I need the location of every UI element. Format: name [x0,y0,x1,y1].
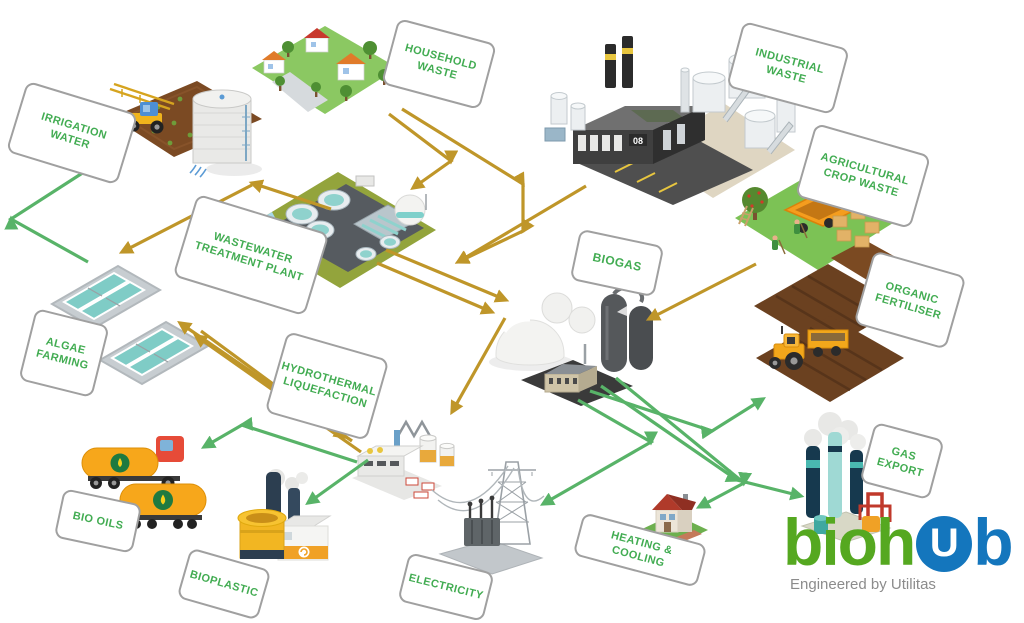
bioplastic-barrel-icon [237,509,287,559]
flow-wastewater-treatment-plant-to-water-tank [248,179,332,211]
logo-text-b: b [973,505,1013,579]
logo-letter-u: U [929,520,959,565]
industrial-factory-icon: 08 [544,36,796,205]
htl-tanks-icon [419,434,455,467]
flow-hydrothermal-liquefaction-to-bio-oils [200,416,358,464]
fertiliser-tractor-icon [769,326,849,370]
flow-household-waste-to-biogas-plant [401,107,535,264]
irrigation-scene-icon [109,81,262,178]
bio-oil-trucks-icon [81,436,207,529]
tanker-truck-icon [81,436,184,490]
flow-wastewater-treatment-plant-to-biogas-plant [385,248,510,303]
apple-tree-icon [738,187,768,227]
flow-wastewater-treatment-plant-to-biogas-plant [376,261,496,315]
farm-workers-icon [772,219,808,255]
village-icon [252,26,398,114]
biogas-building-icon [544,344,597,393]
factory-building-icon: 08 [573,36,705,164]
transformer-icon [464,495,500,546]
flow-agricultural-crop-waste-to-biogas-plant [645,262,757,321]
flow-household-waste-to-wastewater-treatment-plant [388,112,459,191]
flow-industrial-waste-to-biogas-plant [454,184,587,264]
flow-biogas-plant-to-organic-fertiliser [589,389,766,440]
gas-cylinders-icon [601,285,653,372]
bioplastic-factory-icon [276,515,332,561]
flow-algae-farming-to-irrigation-water [4,152,115,264]
biohub-wordmark: bioh U b [783,505,1021,579]
flow-biogas-plant-to-gas-export [600,384,805,501]
digester-dome-icon [394,194,427,226]
algae-pools-icon [49,264,211,386]
biogas-plant-icon [489,285,653,406]
flow-hydrothermal-liquefaction-to-bioplastic [305,458,369,506]
flow-water-tank-to-algae-farming [118,183,253,254]
logo-tagline: Engineered by Utilitas [790,575,936,593]
flow-biogas-plant-to-hydrothermal-liquefaction [450,317,507,416]
logo-u-circle-icon: U [916,515,973,572]
logo-text-bioh: bioh [783,505,916,579]
gas-export-plant-icon [800,412,892,543]
sprayer-tractor-icon [109,82,175,134]
flow-biogas-plant-to-electricity [539,398,659,506]
water-tank-icon [189,89,262,178]
electricity-icon [431,461,545,575]
htl-unit-icon [352,419,455,500]
flow-biogas-plant-to-heating-cooling [614,376,753,509]
biohub-logo: bioh U b Engineered by Utilitas [783,505,1021,593]
biogas-dome-icon [495,318,565,366]
bioplastic-icon [237,469,332,561]
factory-sign: 08 [633,136,643,146]
